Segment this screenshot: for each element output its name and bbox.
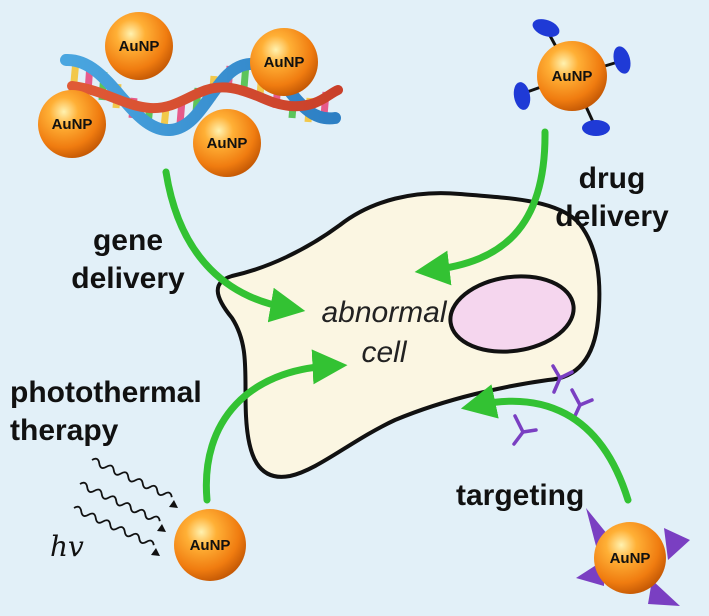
nanoparticle-label: AuNP [552,68,593,85]
nanoparticle-label: AuNP [119,38,160,55]
photothermal-label-line2: therapy [10,414,119,447]
nanoparticle-dna-bottom: AuNP [193,109,261,177]
nanoparticle-label: AuNP [610,550,651,567]
cell-label-line1: abnormal [321,296,447,329]
arrows [162,128,632,504]
photothermal-label-line1: photothermal [10,376,202,409]
photothermal-arrow [202,349,348,504]
targeting-arrow [460,384,632,504]
light-wave-3 [73,505,155,546]
gene-delivery-label-line2: delivery [71,262,185,295]
nanoparticle-label: AuNP [207,135,248,152]
gene-delivery-label-line1: gene [93,224,163,257]
drug-delivery-arrow [414,128,549,286]
dna-helix [60,53,343,136]
nanoparticle-dna-right: AuNP [250,28,318,96]
light-wave-1 [91,457,173,498]
cell-membrane [215,191,602,479]
light-hv-label: hv [50,530,84,563]
nanoparticle-label: AuNP [264,54,305,71]
targeting-label: targeting [456,479,584,512]
drug-nanoparticle: AuNP [513,19,631,136]
drug-delivery-label-line2: delivery [555,200,669,233]
nanoparticle-dna-top: AuNP [105,12,173,80]
antibody-1 [551,364,574,394]
antibody-3 [512,414,538,446]
light-wave-arrowheads [151,500,178,556]
targeting-nanoparticle: AuNP [576,508,690,606]
nanoparticle-dna-left: AuNP [38,90,106,158]
light-wave-2 [79,481,161,522]
gene-delivery-arrow [162,168,306,323]
nanoparticle-label: AuNP [52,116,93,133]
light-waves [73,457,173,546]
cell-nucleus [448,274,576,354]
photothermal-nanoparticle: AuNP [174,509,246,581]
dna-strand-red [67,81,343,114]
cell-label-line2: cell [361,336,407,369]
drug-molecules [513,19,631,136]
nanoparticle-label: AuNP [190,537,231,554]
drug-delivery-label-line1: drug [579,162,646,195]
antibody-2 [570,388,594,420]
